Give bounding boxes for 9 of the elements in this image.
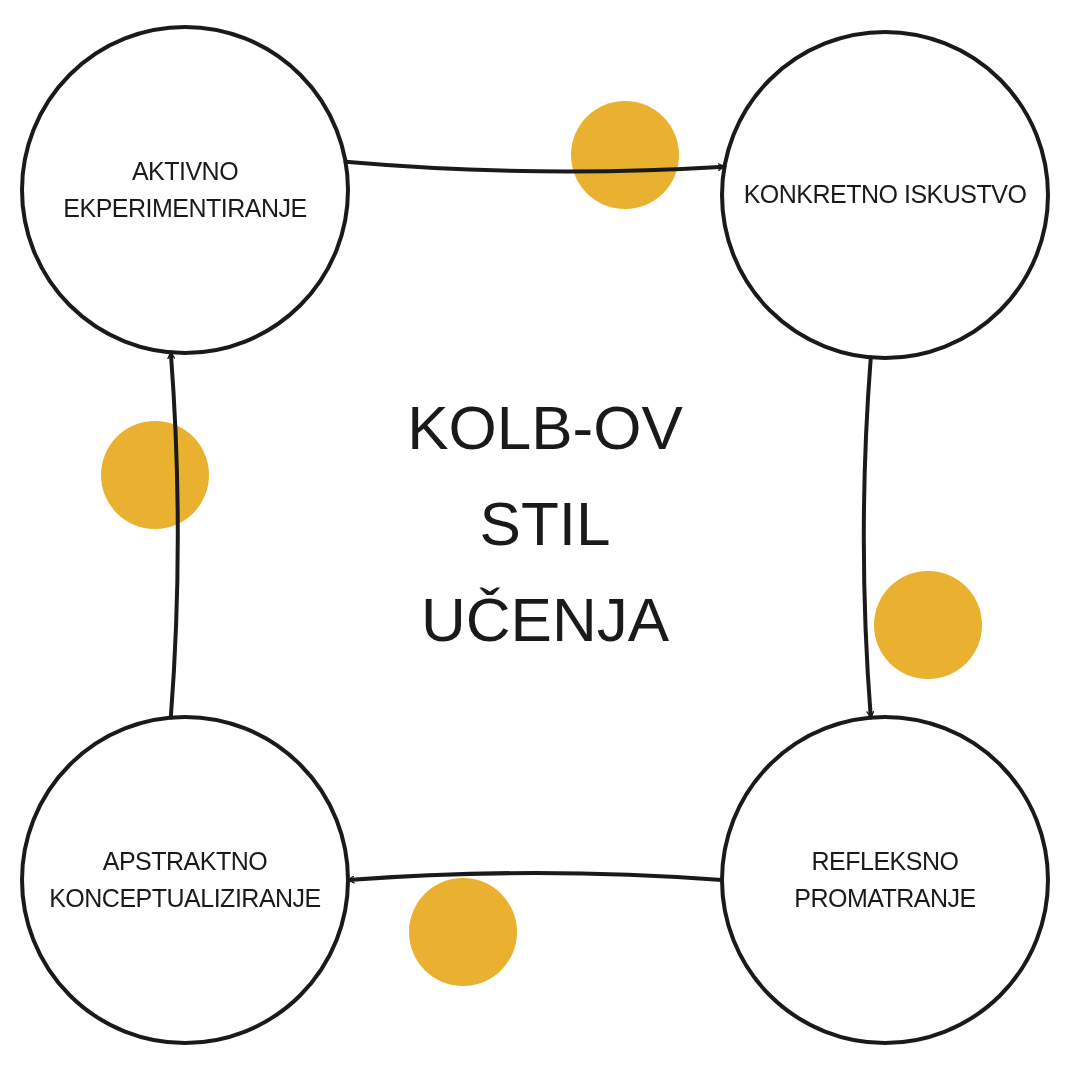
stage-label: REFLEKSNO PROMATRANJE (793, 845, 977, 914)
stage-circle (20, 25, 350, 355)
stage-circle (720, 30, 1050, 360)
stage-label: APSTRAKTNO KONCEPTUALIZIRANJE (48, 845, 322, 914)
stage-label: KONKRETNO ISKUSTVO (743, 179, 1027, 211)
stage-label: AKTIVNO EKPERIMENTIRANJE (62, 155, 308, 224)
stage-circle (20, 715, 350, 1045)
stage-circle (720, 715, 1050, 1045)
diagram-title: KOLB-OV STIL UČENJA (406, 392, 684, 657)
